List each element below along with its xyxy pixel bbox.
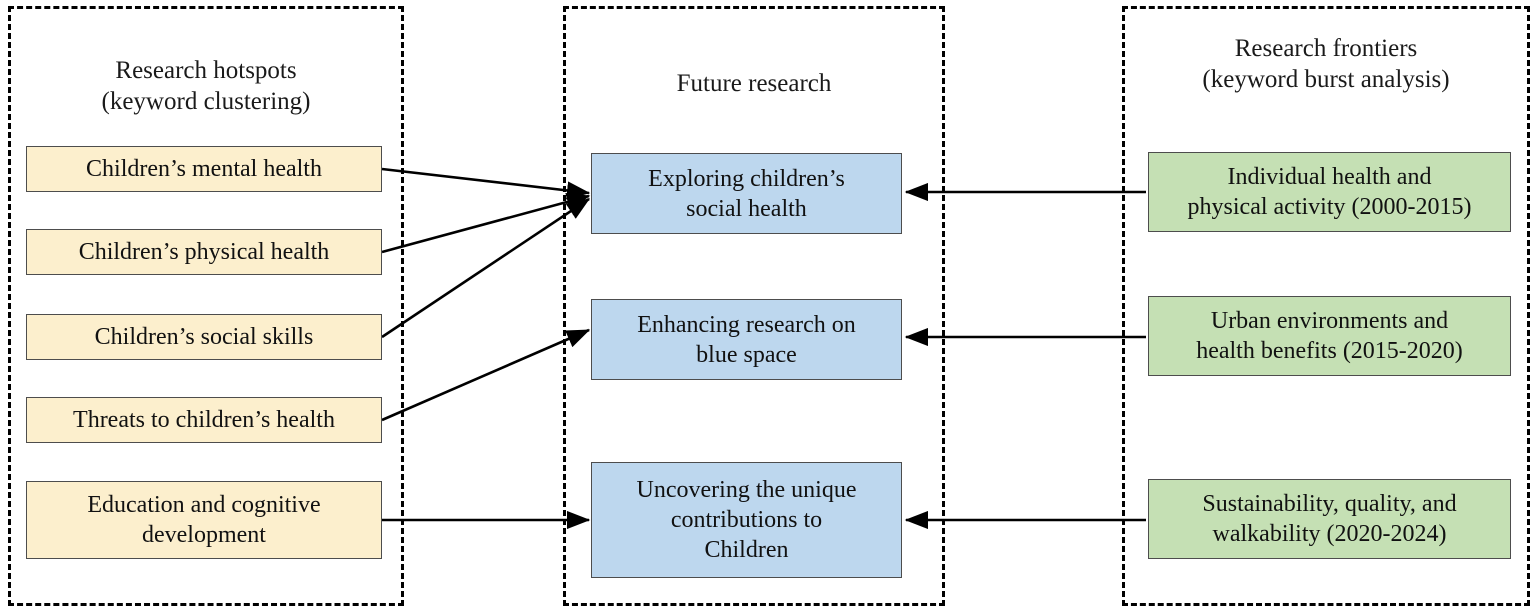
- hotspot-box-childrens-social-skills[interactable]: Children’s social skills: [26, 314, 382, 360]
- hotspot-box-threats-to-childrens-health[interactable]: Threats to children’s health: [26, 397, 382, 443]
- hotspot-box-childrens-physical-health[interactable]: Children’s physical health: [26, 229, 382, 275]
- hotspot-box-childrens-mental-health[interactable]: Children’s mental health: [26, 146, 382, 192]
- hotspot-box-education-and-cognitive-development[interactable]: Education and cognitive development: [26, 481, 382, 559]
- future-box-exploring-childrens-social-health[interactable]: Exploring children’s social health: [591, 153, 902, 234]
- edge-arrow: [381, 197, 591, 339]
- frontier-box-individual-health-and-physical-activity[interactable]: Individual health and physical activity …: [1148, 152, 1511, 232]
- panel-title-research-hotspots: Research hotspots (keyword clustering): [101, 57, 311, 115]
- frontier-box-sustainability-quality-and-walkability[interactable]: Sustainability, quality, and walkability…: [1148, 479, 1511, 559]
- panel-research-frontiers: [1122, 6, 1530, 606]
- edge-arrow: [381, 167, 591, 200]
- edge-arrow: [381, 328, 591, 422]
- edge-arrow: [381, 192, 591, 254]
- frontier-box-urban-environments-and-health-benefits[interactable]: Urban environments and health benefits (…: [1148, 296, 1511, 376]
- panel-title-research-frontiers: Research frontiers (keyword burst analys…: [1202, 35, 1450, 93]
- future-box-uncovering-unique-contributions-to-children[interactable]: Uncovering the unique contributions to C…: [591, 462, 902, 578]
- panel-title-future-research: Future research: [676, 70, 832, 97]
- future-box-enhancing-research-on-blue-space[interactable]: Enhancing research on blue space: [591, 299, 902, 380]
